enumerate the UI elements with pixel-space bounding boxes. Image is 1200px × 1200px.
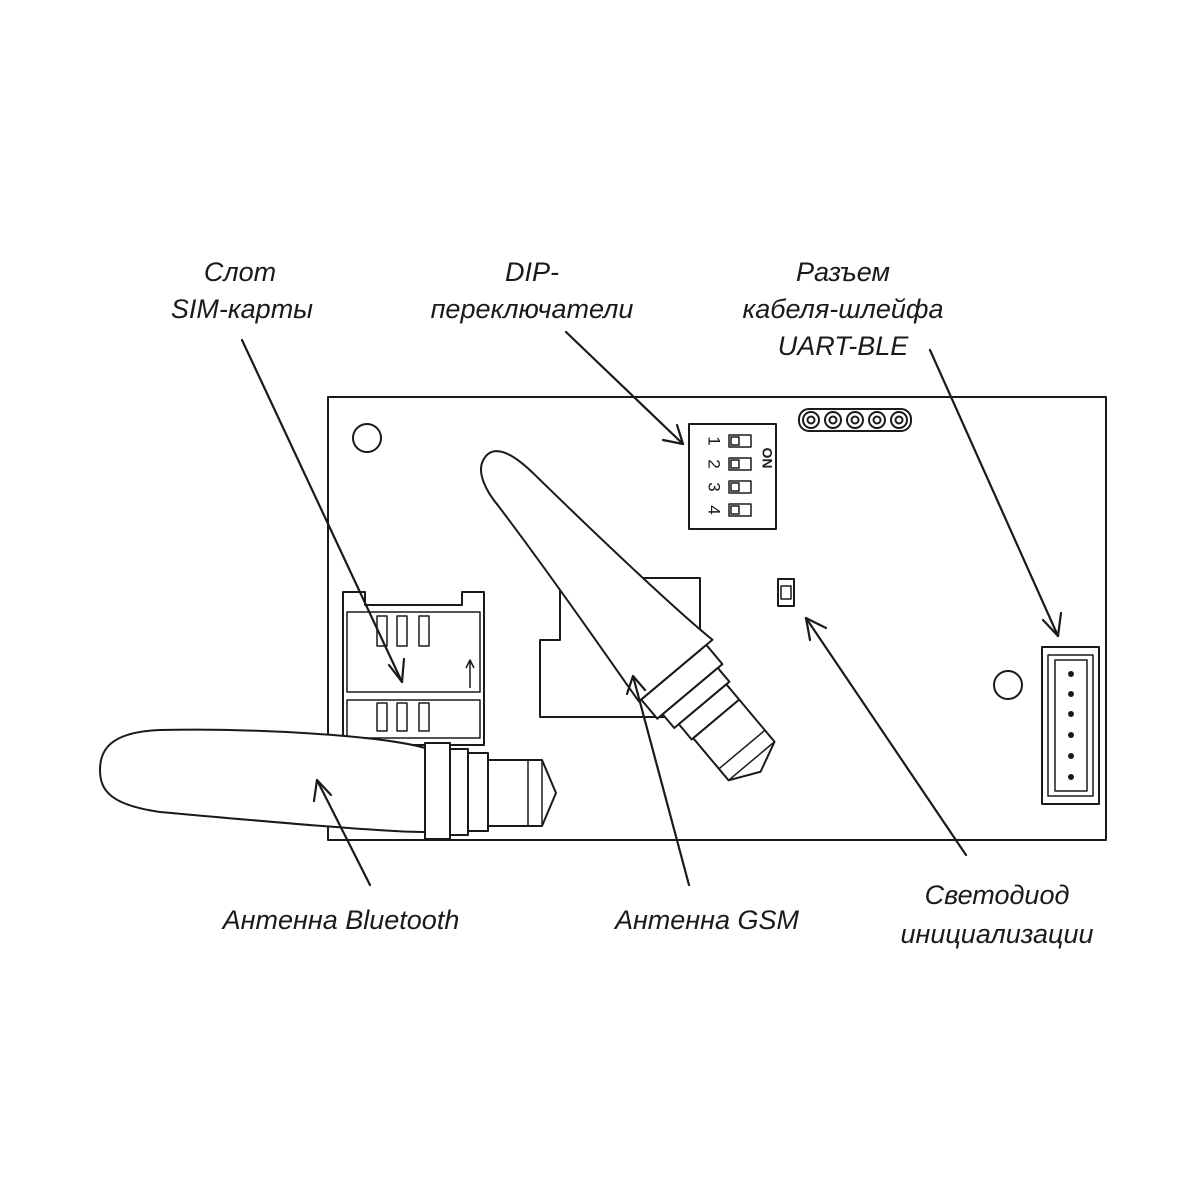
sim-slot — [342, 591, 485, 746]
label-bluetooth-antenna: Антенна Bluetooth — [221, 905, 460, 935]
pin-header — [798, 408, 912, 432]
bluetooth-arrow — [315, 778, 372, 887]
bluetooth-antenna — [99, 728, 557, 840]
sim-slot-arrow — [240, 338, 404, 684]
label-uart-line3: UART-BLE — [778, 331, 910, 361]
dip-switch-4 — [728, 503, 752, 517]
label-init-led: Светодиод инициализации — [900, 880, 1093, 949]
label-dip-line2: переключатели — [431, 294, 634, 324]
header-pins — [802, 411, 908, 429]
uart-connector — [1041, 646, 1100, 805]
label-led-line1: Светодиод — [925, 880, 1070, 910]
label-uart-connector: Разъем кабеля-шлейфа UART-BLE — [743, 257, 944, 361]
dip-number-2: 2 — [705, 459, 724, 468]
label-sim-slot: Слот SIM-карты — [171, 257, 313, 324]
led-arrow — [804, 616, 968, 857]
leader-arrows — [240, 330, 1063, 887]
pcb-board — [327, 396, 1107, 841]
gsm-antenna — [480, 450, 776, 782]
label-bluetooth-line1: Антенна Bluetooth — [221, 905, 460, 935]
mounting-hole-right — [993, 670, 1023, 700]
dip-number-3: 3 — [705, 482, 724, 491]
label-dip-switches: DIP- переключатели — [431, 257, 634, 324]
uart-arrow — [928, 348, 1060, 638]
dip-switch-2 — [728, 457, 752, 471]
gsm-arrow — [631, 674, 691, 887]
init-led — [777, 578, 795, 607]
label-gsm-line1: Антенна GSM — [613, 905, 800, 935]
label-dip-line1: DIP- — [505, 257, 559, 287]
mounting-hole-top-left — [352, 423, 382, 453]
dip-number-1: 1 — [705, 436, 724, 445]
label-led-line2: инициализации — [900, 919, 1093, 949]
label-sim-slot-line1: Слот — [204, 257, 276, 287]
dip-switch-1 — [728, 434, 752, 448]
label-sim-slot-line2: SIM-карты — [171, 294, 313, 324]
label-gsm-antenna: Антенна GSM — [613, 905, 800, 935]
dip-on-label: ON — [759, 448, 775, 469]
dip-arrow — [564, 330, 685, 446]
label-uart-line1: Разъем — [796, 257, 890, 287]
dip-number-4: 4 — [705, 505, 724, 514]
dip-switch: 1 2 3 4 ON — [688, 423, 777, 530]
dip-switch-3 — [728, 480, 752, 494]
label-uart-line2: кабеля-шлейфа — [743, 294, 944, 324]
